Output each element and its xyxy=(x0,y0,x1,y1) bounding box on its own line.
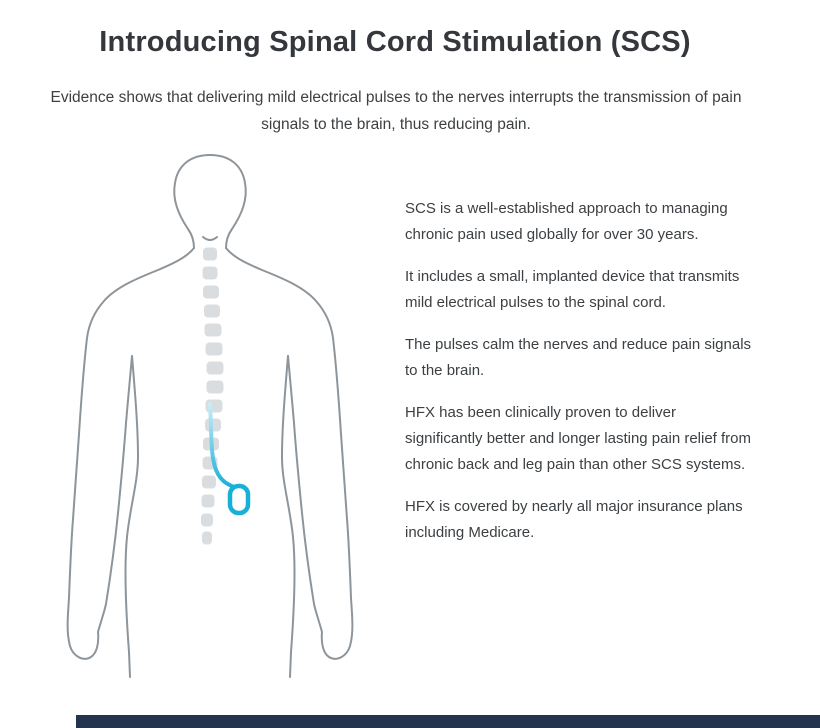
body-outline xyxy=(66,154,354,678)
footer-bar xyxy=(76,715,820,728)
stimulator-lead-icon xyxy=(208,402,239,492)
left-torso-outline xyxy=(124,355,139,678)
page-title: Introducing Spinal Cord Stimulation (SCS… xyxy=(99,26,691,58)
chin-line xyxy=(202,236,218,241)
info-paragraph: HFX is covered by nearly all major insur… xyxy=(405,498,743,541)
head-outline xyxy=(173,154,247,249)
info-paragraph: It includes a small, implanted device th… xyxy=(405,268,740,311)
spine-illustration xyxy=(201,247,224,545)
right-torso-outline xyxy=(281,355,296,678)
info-paragraph: SCS is a well-established approach to ma… xyxy=(405,200,728,243)
info-paragraph: The pulses calm the nerves and reduce pa… xyxy=(405,336,752,379)
left-arm-outline xyxy=(66,247,195,660)
torso-spine-implant-illustration xyxy=(66,154,354,678)
info-text-column: SCS is a well-established approach to ma… xyxy=(405,196,757,562)
info-paragraph: HFX has been clinically proven to delive… xyxy=(405,404,752,473)
page-subtitle: Evidence shows that delivering mild elec… xyxy=(50,89,742,134)
implant-device-icon xyxy=(227,483,251,516)
right-arm-outline xyxy=(225,247,354,660)
